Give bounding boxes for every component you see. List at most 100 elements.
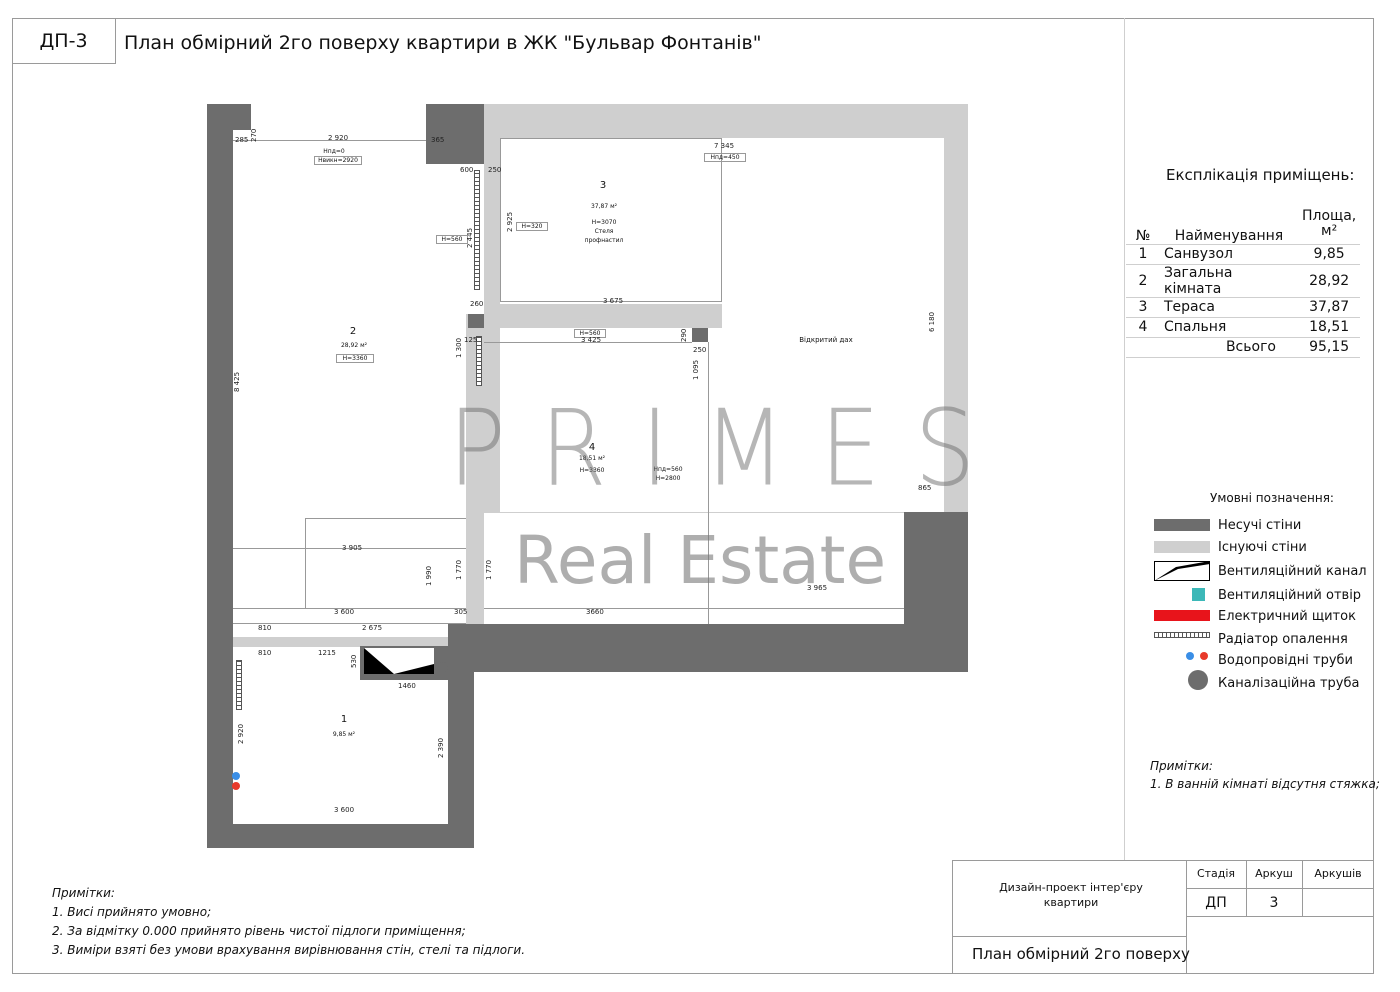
table-row: 4 Спальня 18,51 [1126, 317, 1361, 338]
dimension: 3 425 [581, 336, 602, 344]
plan-line [233, 140, 426, 141]
dimension: 270 [250, 128, 258, 142]
room-3-ceiling-note: Стеля [594, 228, 614, 235]
legend-label: Існуючі стіни [1218, 540, 1307, 555]
room-2-area: 28,92 м² [340, 342, 367, 349]
dimension: 3 600 [334, 608, 355, 616]
room-2-height: H=3360 [336, 354, 374, 363]
dimension: 2 920 [237, 723, 245, 744]
water-pipe-cold-icon [232, 772, 240, 780]
dimension: 865 [918, 484, 932, 492]
bearing-post [468, 314, 484, 328]
header-stage: Стадія [1196, 867, 1236, 880]
total-label: Всього [1160, 337, 1298, 358]
ventilation-channel-icon [1154, 561, 1210, 581]
dimension: 305 [454, 608, 468, 616]
col-header-number: № [1126, 204, 1160, 245]
window-sill-height: Hпд=450 [704, 153, 746, 162]
note-line: 2. За відмітку 0.000 прийнято рівень чис… [52, 924, 466, 938]
window-sill-height: Hпд=0 [323, 148, 345, 155]
bath-partition [233, 637, 448, 647]
dimension: 2 925 [506, 211, 514, 232]
legend-label: Вентиляційний отвір [1218, 588, 1362, 603]
notes-left-title: Примітки: [52, 886, 115, 900]
notes-right: Примітки: 1. В ванній кімнаті відсутня с… [1150, 757, 1380, 793]
radiator-icon [1154, 632, 1210, 638]
col-header-area: Площа, м² [1298, 204, 1361, 245]
room-2-number: 2 [349, 326, 357, 337]
sheet-code: ДП-3 [12, 18, 116, 64]
radiator [236, 660, 242, 710]
room-3-ceiling-material: профнастил [584, 237, 624, 244]
dimension: 290 [680, 328, 688, 342]
plan-line [484, 608, 904, 609]
dimension: 365 [431, 136, 445, 144]
dimension: 1 095 [692, 359, 700, 380]
radiator [474, 170, 480, 290]
project-name: Дизайн-проект інтер'єру квартири [999, 881, 1143, 909]
room-3-height: H=3070 [591, 219, 617, 226]
vent-opening-swatch [1192, 588, 1205, 601]
drawing-name: План обмірний 2го поверху [972, 945, 1190, 963]
explication-title: Експлікація приміщень: [1166, 166, 1355, 184]
legend-label: Вентиляційний канал [1218, 564, 1367, 579]
note-line: 1. В ванній кімнаті відсутня стяжка; [1150, 777, 1380, 791]
water-pipe-cold-icon [1186, 652, 1194, 660]
sheet-frame [12, 18, 1374, 974]
bearing-column-right [904, 512, 968, 672]
explication-table: № Найменування Площа, м² 1 Санвузол 9,85… [1126, 204, 1361, 358]
legend-label: Радіатор опалення [1218, 632, 1348, 647]
table-row: 3 Тераса 37,87 [1126, 297, 1361, 318]
window-top-height: Hвикн=2920 [314, 156, 362, 165]
plan-line [305, 518, 306, 608]
table-row: 2 Загальна кімната 28,92 [1126, 264, 1361, 298]
dimension: 1215 [318, 649, 336, 657]
notes-left: Примітки: 1. Висі прийнято умовно; 2. За… [52, 884, 525, 960]
dimension: 810 [258, 624, 272, 632]
legend-label: Водопровідні труби [1218, 653, 1354, 668]
sheet-title: План обмірний 2го поверху квартири в ЖК … [124, 32, 762, 54]
radiator [476, 336, 482, 386]
dimension: 1 990 [425, 565, 433, 586]
dimension: 3 675 [603, 297, 624, 305]
dimension: 1 300 [455, 337, 463, 358]
dimension: 530 [350, 654, 358, 668]
total-value: 95,15 [1298, 337, 1361, 358]
room-1-number: 1 [340, 714, 348, 725]
plan-line [305, 518, 466, 519]
dimension: 6 180 [928, 311, 936, 332]
existing-wall-swatch [1154, 541, 1210, 553]
table-total-row: Всього 95,15 [1126, 337, 1361, 358]
watermark-logo: PRIMES [448, 386, 1010, 510]
dimension: 1460 [398, 682, 416, 690]
dimension: 260 [470, 300, 484, 308]
sewer-pipe-icon [1188, 670, 1208, 690]
plan-line [484, 342, 692, 343]
dimension: 1 770 [455, 559, 463, 580]
bearing-column-top [426, 104, 484, 164]
note-line: 3. Виміри взяті без умови врахування вир… [52, 943, 526, 957]
bearing-wall-left [207, 104, 233, 848]
bearing-wall-swatch [1154, 519, 1210, 531]
dimension: 600 [460, 166, 474, 174]
height-label: H=560 [574, 329, 606, 338]
dimension: 285 [235, 136, 249, 144]
room-1-area: 9,85 м² [332, 731, 356, 738]
plan-line [233, 548, 466, 549]
bearing-post-2 [692, 328, 708, 342]
legend-title: Умовні позначення: [1210, 491, 1334, 505]
window-top-height: H=2800 [655, 475, 681, 482]
dimension: 810 [258, 649, 272, 657]
dimension: 2 675 [362, 624, 383, 632]
col-header-name: Найменування [1160, 204, 1298, 245]
water-pipe-hot-icon [232, 782, 240, 790]
room-3 [500, 138, 722, 302]
height-label: H=560 [436, 235, 468, 244]
electric-panel-swatch [1154, 610, 1210, 621]
note-line: 1. Висі прийнято умовно; [52, 905, 212, 919]
plan-line [233, 623, 466, 624]
notes-right-title: Примітки: [1150, 759, 1213, 773]
existing-wall-h [484, 304, 722, 328]
dimension: 3660 [586, 608, 604, 616]
right-panel-divider [1124, 18, 1125, 860]
